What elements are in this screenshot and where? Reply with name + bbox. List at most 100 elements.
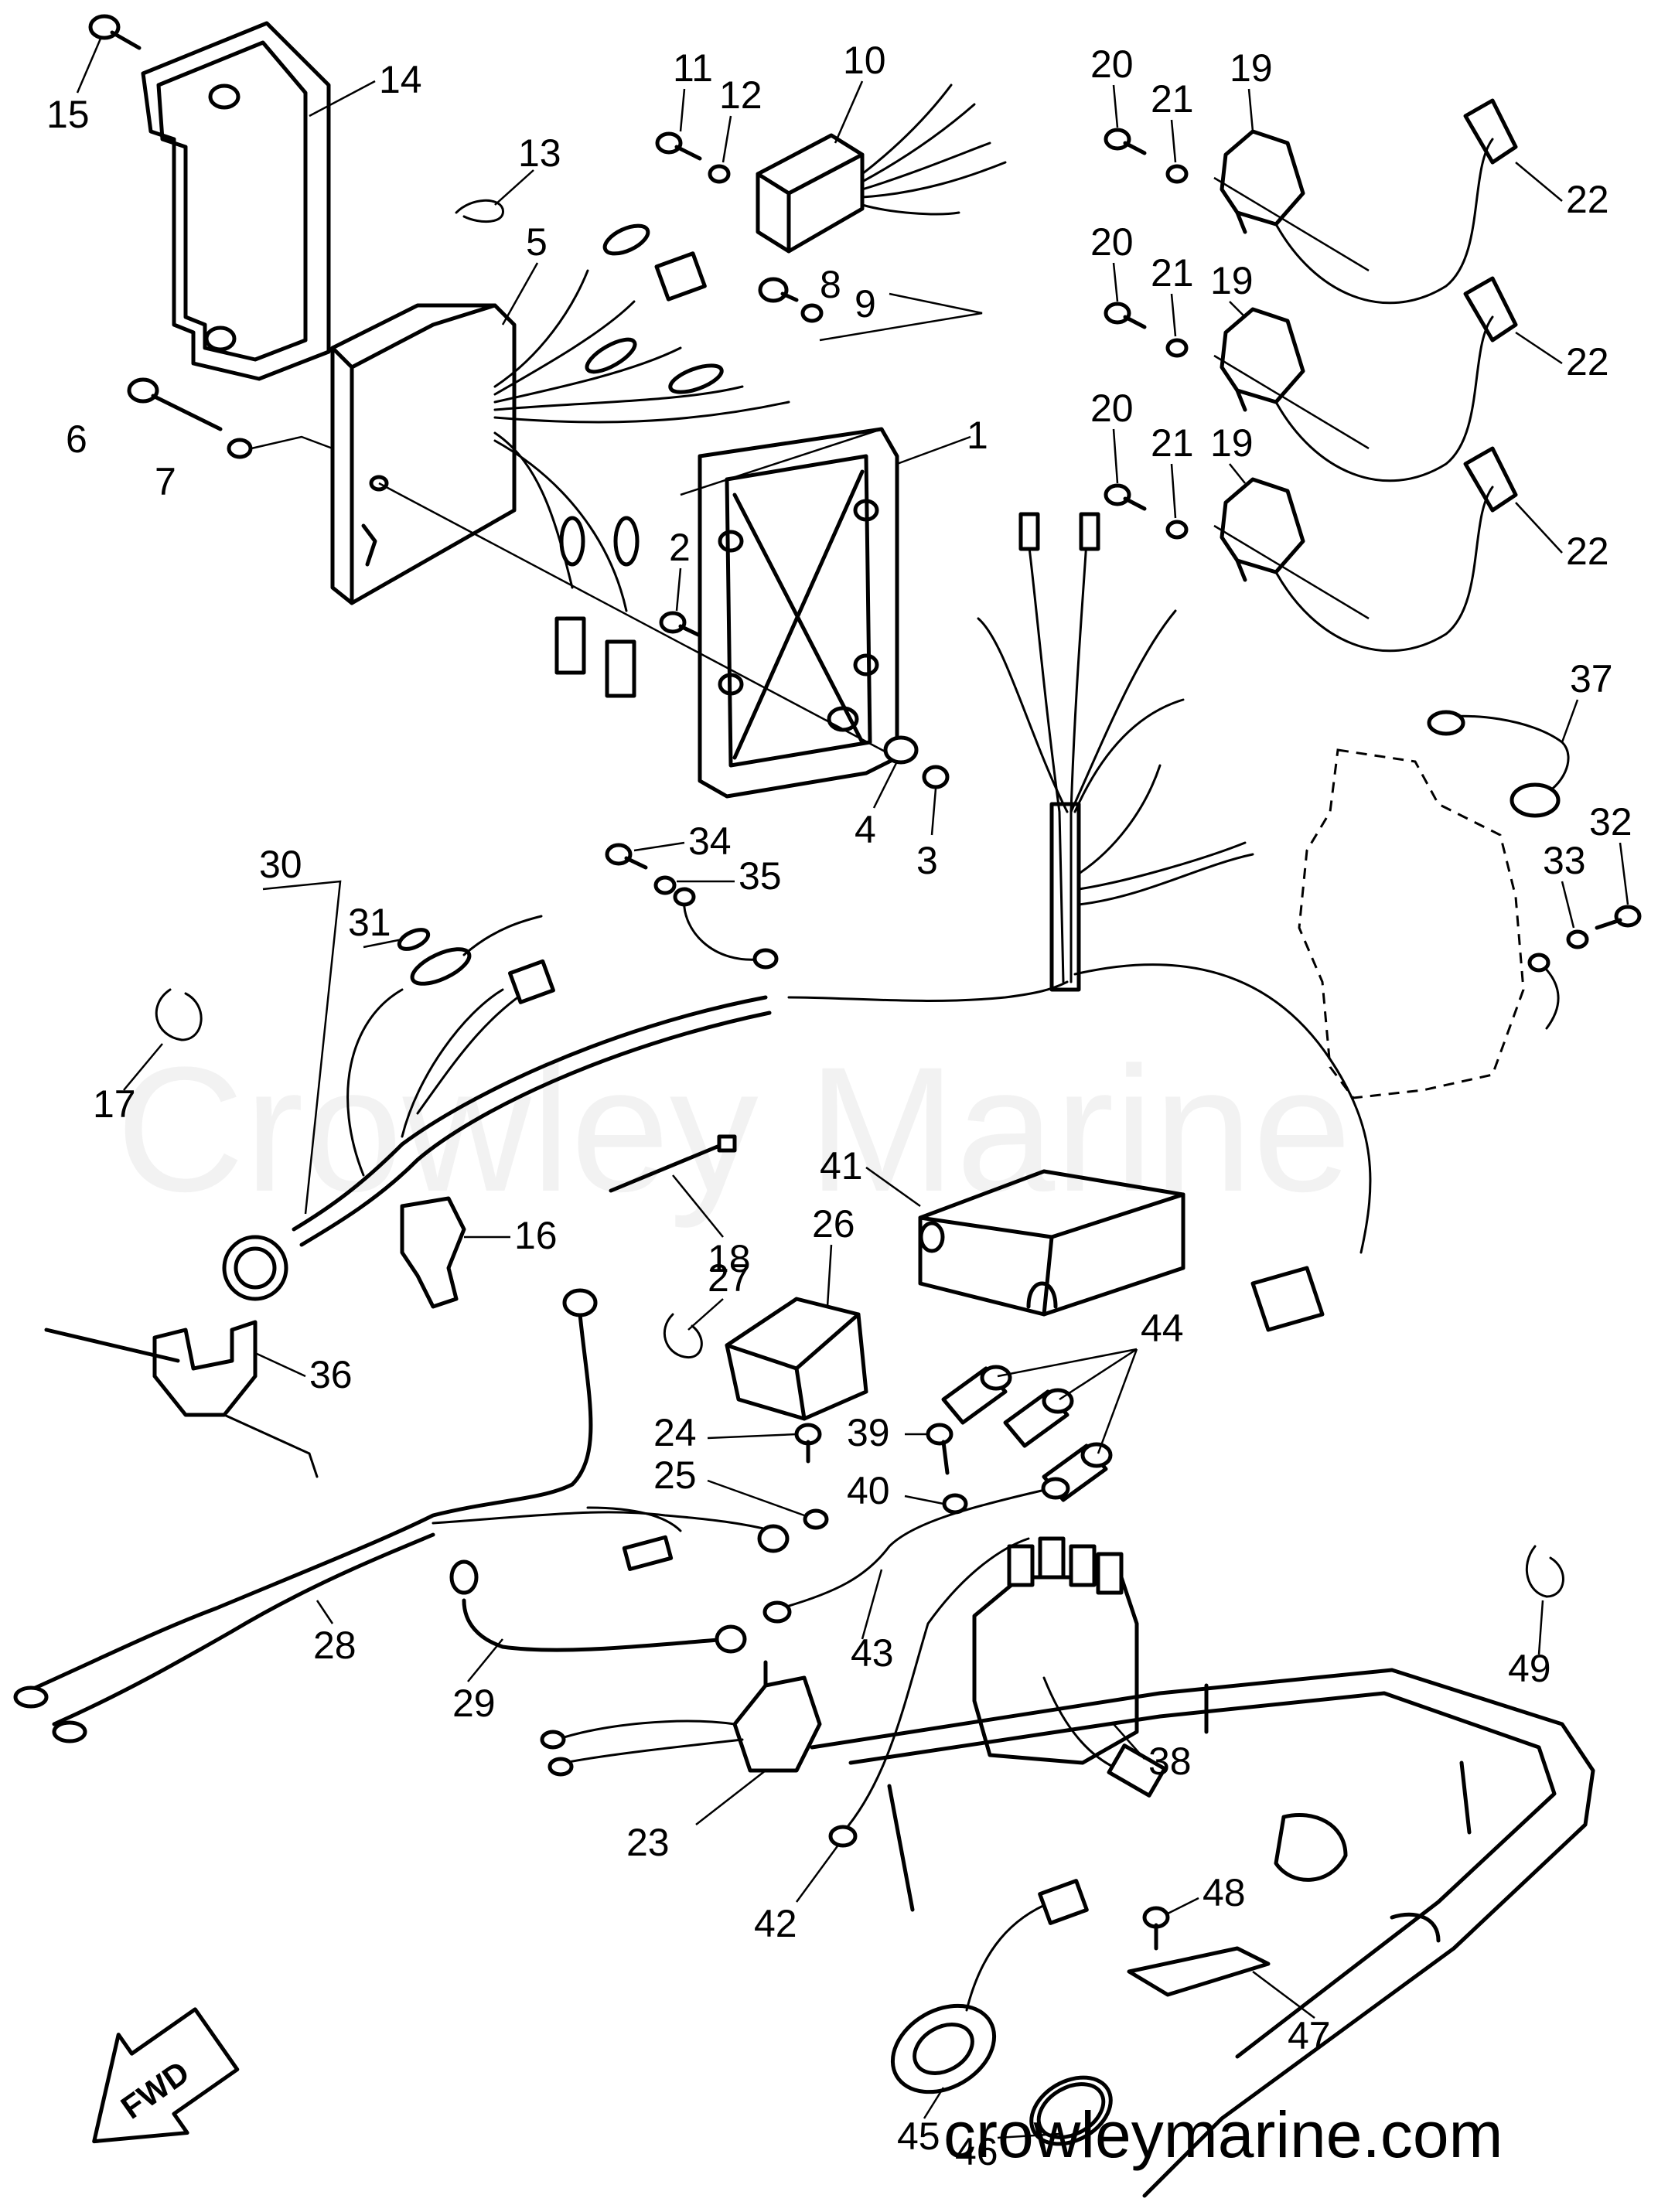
label-29: 29 [452, 1682, 496, 1725]
label-37: 37 [1570, 657, 1613, 700]
label-49: 49 [1508, 1647, 1551, 1690]
label-21c: 21 [1151, 421, 1194, 465]
label-24: 24 [653, 1411, 697, 1454]
part-36-bracket [44, 1320, 319, 1478]
label-22b: 22 [1566, 340, 1609, 383]
part-31-fuse [397, 928, 431, 951]
part-25-washer [803, 1508, 829, 1530]
label-7: 7 [155, 460, 176, 503]
label-43: 43 [851, 1631, 894, 1675]
label-39: 39 [847, 1411, 890, 1454]
label-19c: 19 [1210, 421, 1254, 465]
label-31: 31 [348, 901, 391, 944]
part-18-tie [609, 1134, 737, 1193]
label-21b: 21 [1151, 251, 1194, 295]
label-45: 45 [897, 2115, 940, 2158]
part-7-washer [227, 438, 253, 459]
part-19-ignition-coil [1213, 98, 1518, 305]
part-8-screw [758, 277, 799, 303]
label-40: 40 [847, 1469, 890, 1512]
label-36: 36 [309, 1353, 353, 1396]
part-21-washer [1165, 338, 1189, 358]
label-18: 18 [708, 1237, 751, 1280]
label-19a: 19 [1230, 46, 1273, 90]
part-6-bolt [127, 377, 223, 431]
part-20-bolt [1104, 483, 1147, 511]
part-38-relay-block [972, 1536, 1167, 1798]
label-11: 11 [673, 46, 713, 90]
bottom-cowling [810, 1668, 1595, 2198]
label-48: 48 [1203, 1871, 1246, 1914]
label-25: 25 [653, 1454, 697, 1497]
part-48-screw [1142, 1906, 1170, 1951]
part-40-washer [942, 1493, 968, 1515]
part-20-bolt [1104, 128, 1147, 155]
label-10: 10 [843, 39, 886, 82]
part-3-collar [922, 765, 950, 789]
fwd-arrow-icon: FWD [92, 2007, 240, 2144]
part-23-relay [540, 1660, 822, 1777]
part-19-ignition-coil [1213, 276, 1518, 482]
part-44-cap [941, 1365, 1012, 1425]
part-14-cover [141, 21, 331, 381]
label-19b: 19 [1210, 259, 1254, 302]
part-34-screw [605, 843, 648, 870]
part-24-screw [794, 1423, 822, 1464]
label-26: 26 [812, 1202, 855, 1246]
part-43-lead [762, 1477, 1070, 1624]
part-12-washer [708, 164, 731, 184]
label-33: 33 [1543, 839, 1586, 882]
label-17: 17 [93, 1082, 136, 1126]
part-27-clip [663, 1313, 703, 1358]
label-8: 8 [820, 263, 841, 306]
label-44: 44 [1141, 1307, 1184, 1350]
label-47: 47 [1288, 2014, 1331, 2057]
part-44-cap [1003, 1388, 1074, 1448]
label-30: 30 [259, 843, 302, 886]
label-15: 15 [46, 93, 90, 136]
part-5-cdi-unit [330, 303, 517, 605]
label-20a: 20 [1090, 43, 1134, 86]
label-4: 4 [855, 808, 876, 851]
label-42: 42 [754, 1902, 797, 1945]
label-23: 23 [626, 1821, 670, 1864]
label-14: 14 [379, 58, 422, 101]
label-34: 34 [688, 820, 732, 863]
label-20b: 20 [1090, 220, 1134, 264]
part-46-ring [1029, 2075, 1113, 2146]
label-2: 2 [669, 526, 691, 569]
part-39-bolt [926, 1423, 953, 1475]
fwd-label: FWD [114, 2054, 196, 2125]
part-20-bolt [1104, 302, 1147, 329]
label-27: 27 [708, 1256, 751, 1300]
part-45-grommet [890, 1879, 1089, 2094]
label-41: 41 [820, 1144, 863, 1188]
main-wire-harness [787, 512, 1372, 1332]
part-35-washer [653, 875, 677, 895]
part-26-cover [725, 1297, 868, 1421]
label-21a: 21 [1151, 77, 1194, 121]
label-1: 1 [967, 414, 988, 457]
label-46: 46 [955, 2130, 998, 2173]
label-5: 5 [526, 220, 548, 264]
part-15-screw [88, 14, 142, 50]
label-22a: 22 [1566, 178, 1609, 221]
part-11-screw [655, 131, 702, 161]
label-16: 16 [514, 1214, 558, 1257]
part-37-sensor-lead [1427, 710, 1570, 818]
part-13-clip [455, 199, 504, 223]
part-17-clip [155, 988, 203, 1041]
part-41-cover [918, 1169, 1185, 1317]
part-9-washer [800, 303, 824, 323]
label-28: 28 [313, 1624, 356, 1667]
label-32: 32 [1589, 800, 1632, 844]
part-2-screw [659, 611, 702, 638]
part-16-holder [400, 1196, 466, 1309]
site-url: crowleymarine.com [943, 2098, 1503, 2171]
part-28-cable [13, 1288, 790, 1743]
label-6: 6 [66, 418, 87, 461]
part-30-harness [222, 915, 772, 1301]
label-35: 35 [739, 854, 782, 898]
part-10-module [756, 84, 1007, 254]
